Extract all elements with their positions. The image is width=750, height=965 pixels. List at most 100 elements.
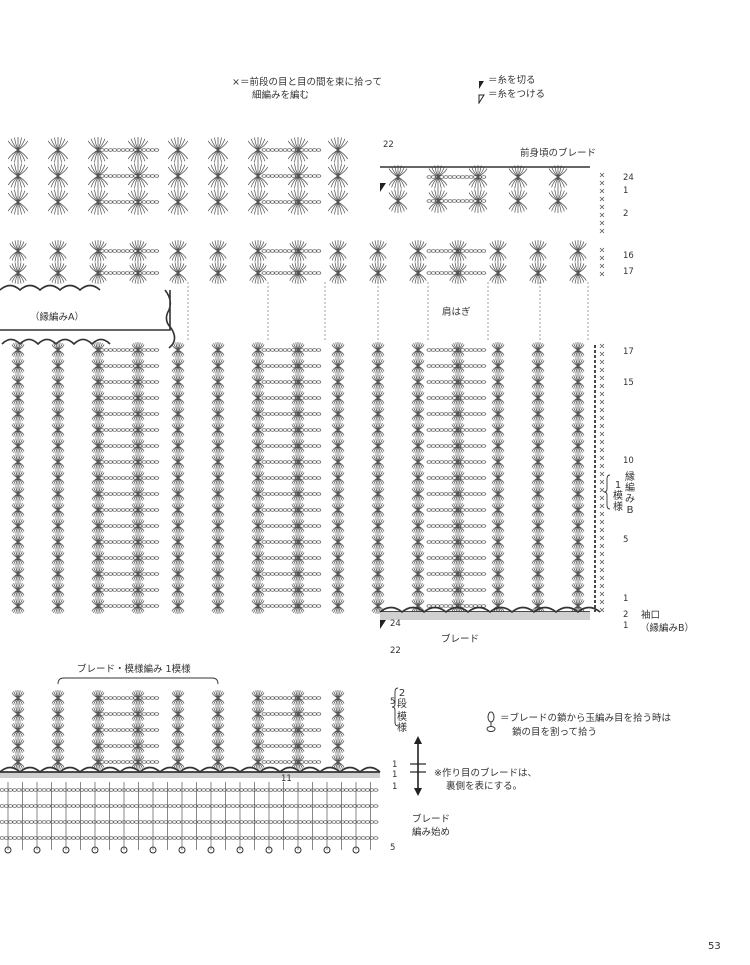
center-stitch xyxy=(496,524,500,528)
center-stitch xyxy=(376,428,380,432)
shell-stitches xyxy=(169,272,187,284)
center-stitch xyxy=(56,200,60,204)
shell-stitches xyxy=(131,365,145,374)
center-stitch xyxy=(216,572,220,576)
chain-stitches xyxy=(99,540,160,544)
center-stitch xyxy=(296,364,300,368)
shell-stitches xyxy=(291,438,305,447)
center-stitch xyxy=(496,508,500,512)
shell-stitches xyxy=(11,525,25,534)
shell-stitches xyxy=(331,374,345,383)
shell-stitches xyxy=(129,262,147,274)
shell-stitches xyxy=(531,429,545,438)
shell-stitches xyxy=(371,461,385,470)
center-stitch xyxy=(16,174,20,178)
shell-stitches xyxy=(171,518,185,527)
foundation-ring xyxy=(91,846,99,854)
shell-stitches xyxy=(491,502,505,511)
center-stitch xyxy=(456,364,460,368)
shell-stitches xyxy=(371,486,385,495)
shell-stitches xyxy=(331,729,345,738)
shell-stitches xyxy=(211,445,225,454)
center-stitch xyxy=(296,556,300,560)
shell-stitches xyxy=(7,149,29,163)
center-stitch xyxy=(296,744,300,748)
center-stitch xyxy=(376,271,380,275)
shell-stitches xyxy=(51,605,65,614)
center-stitch xyxy=(176,148,180,152)
shell-stitches xyxy=(331,438,345,447)
center-stitch xyxy=(256,476,260,480)
shell-stitches xyxy=(571,397,585,406)
shell-stitches xyxy=(129,250,147,262)
shell-stitches xyxy=(451,381,465,390)
shell-stitches xyxy=(251,493,265,502)
shell-stitches xyxy=(211,582,225,591)
cut-yarn-symbol xyxy=(478,75,485,89)
shell-stitches xyxy=(11,365,25,374)
center-stitch xyxy=(256,460,260,464)
center-stitch xyxy=(496,572,500,576)
shell-stitches xyxy=(491,406,505,415)
center-stitch xyxy=(216,712,220,716)
center-stitch xyxy=(256,744,260,748)
center-stitch xyxy=(376,492,380,496)
shell-stitches xyxy=(491,534,505,543)
shell-stitches xyxy=(169,262,187,274)
center-stitch xyxy=(96,271,100,275)
shell-stitches xyxy=(49,262,67,274)
shell-stitches xyxy=(411,582,425,591)
shell-stitches xyxy=(171,374,185,383)
center-stitch xyxy=(296,696,300,700)
pattern-repeat-bracket xyxy=(57,677,219,685)
chain-stitches xyxy=(261,396,322,400)
shell-stitches xyxy=(91,605,105,614)
center-stitch xyxy=(416,271,420,275)
shell-stitches xyxy=(371,605,385,614)
shell-stitches xyxy=(171,582,185,591)
shell-stitches xyxy=(131,738,145,747)
shell-stitches xyxy=(211,477,225,486)
shell-stitches xyxy=(131,454,145,463)
shell-stitches xyxy=(51,422,65,431)
center-stitch xyxy=(416,412,420,416)
shell-stitches xyxy=(291,461,305,470)
chain-stitches xyxy=(261,588,322,592)
shell-stitches xyxy=(51,550,65,559)
shell-stitches xyxy=(251,502,265,511)
shell-stitches xyxy=(211,509,225,518)
center-stitch xyxy=(56,428,60,432)
braid-pattern-repeat-label: ブレード・模様編み 1模様 xyxy=(77,664,191,675)
edging-a-outline xyxy=(0,289,176,349)
center-stitch xyxy=(496,271,500,275)
shell-stitches xyxy=(451,365,465,374)
single-crochet-column xyxy=(599,247,605,277)
shell-stitches xyxy=(291,534,305,543)
shell-stitches xyxy=(291,598,305,607)
center-stitch xyxy=(576,604,580,608)
shell-stitches xyxy=(91,486,105,495)
center-stitch xyxy=(376,460,380,464)
shell-stitches xyxy=(207,201,229,215)
shell-stitches xyxy=(11,697,25,706)
shell-stitches xyxy=(331,365,345,374)
shell-stitches xyxy=(89,272,107,284)
shell-stitches xyxy=(131,502,145,511)
shell-stitches xyxy=(251,349,265,358)
shell-stitches xyxy=(289,240,307,252)
shell-stitches xyxy=(91,706,105,715)
center-stitch xyxy=(496,604,500,608)
cuff-edging-b-label: （縁編みB） xyxy=(640,623,695,634)
shell-stitches xyxy=(569,272,587,284)
shell-stitches xyxy=(171,429,185,438)
shell-stitches xyxy=(491,429,505,438)
row-number-2-front: 2 xyxy=(623,209,629,219)
foundation-note-line2: 裏側を表にする。 xyxy=(446,781,523,792)
shell-stitches xyxy=(371,589,385,598)
center-stitch xyxy=(176,524,180,528)
center-stitch xyxy=(216,588,220,592)
shell-stitches xyxy=(131,582,145,591)
shell-stitches xyxy=(49,250,67,262)
chain-stitches xyxy=(426,540,487,544)
shell-stitches xyxy=(468,200,488,213)
